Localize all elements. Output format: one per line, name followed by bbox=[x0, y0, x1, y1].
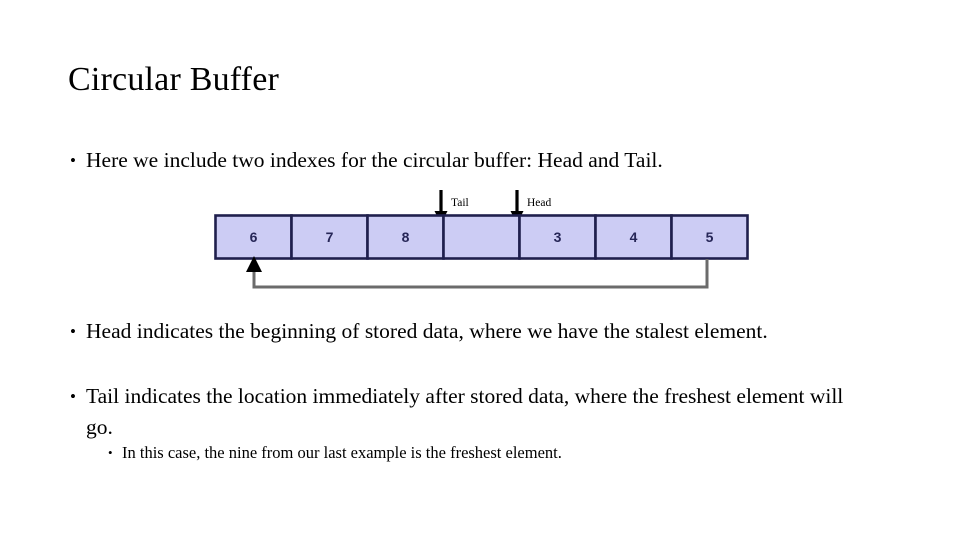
bullet-text: In this case, the nine from our last exa… bbox=[122, 443, 562, 462]
bullet-text: Head indicates the beginning of stored d… bbox=[86, 319, 768, 343]
cell-value: 7 bbox=[326, 229, 334, 245]
bullet-marker: • bbox=[70, 151, 76, 170]
buffer-cell-5[interactable]: 4 bbox=[594, 214, 673, 260]
bullet-item-2: • Head indicates the beginning of stored… bbox=[70, 316, 900, 347]
bullet-text: Tail indicates the location immediately … bbox=[86, 384, 844, 439]
cell-value: 4 bbox=[630, 229, 638, 245]
circular-buffer-diagram: Tail Head 6 7 8 bbox=[200, 186, 770, 296]
bullet-text: Here we include two indexes for the circ… bbox=[86, 148, 663, 172]
bullet-marker: • bbox=[108, 445, 113, 460]
wrap-around-arrow bbox=[246, 256, 709, 289]
buffer-cell-3[interactable] bbox=[442, 214, 521, 260]
pointer-label-tail: Tail bbox=[451, 197, 469, 209]
pointer-label-head: Head bbox=[527, 197, 552, 209]
buffer-cell-6[interactable]: 5 bbox=[670, 214, 749, 260]
buffer-cell-0[interactable]: 6 bbox=[214, 214, 293, 260]
cell-value: 5 bbox=[706, 229, 714, 245]
cell-value: 8 bbox=[402, 229, 410, 245]
buffer-cell-2[interactable]: 8 bbox=[366, 214, 445, 260]
buffer-cell-4[interactable]: 3 bbox=[518, 214, 597, 260]
bullet-item-4-sub: • In this case, the nine from our last e… bbox=[108, 441, 868, 465]
bullet-marker: • bbox=[70, 322, 76, 341]
cell-value: 3 bbox=[554, 229, 562, 245]
page-title: Circular Buffer bbox=[68, 61, 280, 98]
cell-value: 6 bbox=[250, 229, 258, 245]
buffer-cell-1[interactable]: 7 bbox=[290, 214, 369, 260]
bullet-item-1: • Here we include two indexes for the ci… bbox=[70, 145, 890, 176]
bullet-item-3: • Tail indicates the location immediatel… bbox=[70, 381, 870, 443]
bullet-marker: • bbox=[70, 387, 76, 406]
